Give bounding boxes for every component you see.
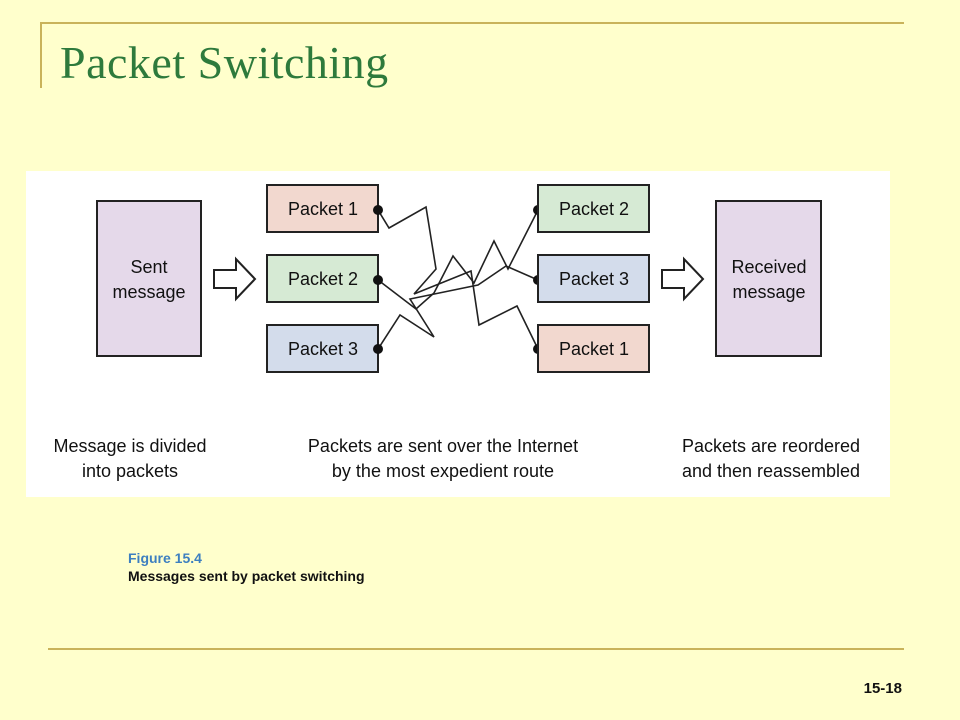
incoming-packet-3-label: Packet 3	[559, 269, 629, 289]
caption-reordered-line2: and then reassembled	[682, 461, 860, 481]
sent-message-label-line1: Sent	[130, 257, 167, 277]
caption-sent-line1: Packets are sent over the Internet	[308, 436, 578, 456]
received-message-box: Received message	[715, 200, 822, 357]
route-packet-2	[377, 209, 539, 311]
outgoing-packet-2-label: Packet 2	[288, 269, 358, 289]
route-packet-1	[377, 205, 539, 350]
outgoing-packet-3: Packet 3	[266, 324, 379, 373]
outgoing-packet-1: Packet 1	[266, 184, 379, 233]
top-rule	[40, 22, 904, 24]
figure-description: Messages sent by packet switching	[128, 568, 365, 584]
sent-message-box: Sent message	[96, 200, 202, 357]
received-message-label-line1: Received	[731, 257, 806, 277]
figure-number: Figure 15.4	[128, 550, 202, 566]
arrow-right-icon	[661, 256, 705, 302]
route-packet-3	[377, 265, 539, 350]
figure-caption: Figure 15.4 Messages sent by packet swit…	[128, 549, 365, 585]
slide-title: Packet Switching	[60, 37, 389, 88]
outgoing-packet-3-label: Packet 3	[288, 339, 358, 359]
route-endpoints	[373, 205, 543, 354]
incoming-packet-2-label: Packet 2	[559, 199, 629, 219]
incoming-packet-1: Packet 1	[537, 324, 650, 373]
caption-reordered-line1: Packets are reordered	[682, 436, 860, 456]
received-message-label-line2: message	[732, 282, 805, 302]
incoming-packet-1-label: Packet 1	[559, 339, 629, 359]
caption-divided-line1: Message is divided	[53, 436, 206, 456]
packet-switching-figure: Sent message Packet 1 Packet 2 Packet 3	[26, 171, 890, 497]
bottom-rule	[48, 648, 904, 650]
caption-sent-line2: by the most expedient route	[332, 461, 554, 481]
outgoing-packet-2: Packet 2	[266, 254, 379, 303]
caption-divided-line2: into packets	[82, 461, 178, 481]
arrow-right-icon	[213, 256, 257, 302]
sent-message-label-line2: message	[112, 282, 185, 302]
left-rule	[40, 22, 42, 88]
slide-number: 15-18	[863, 680, 902, 697]
incoming-packet-2: Packet 2	[537, 184, 650, 233]
incoming-packet-3: Packet 3	[537, 254, 650, 303]
outgoing-packet-1-label: Packet 1	[288, 199, 358, 219]
